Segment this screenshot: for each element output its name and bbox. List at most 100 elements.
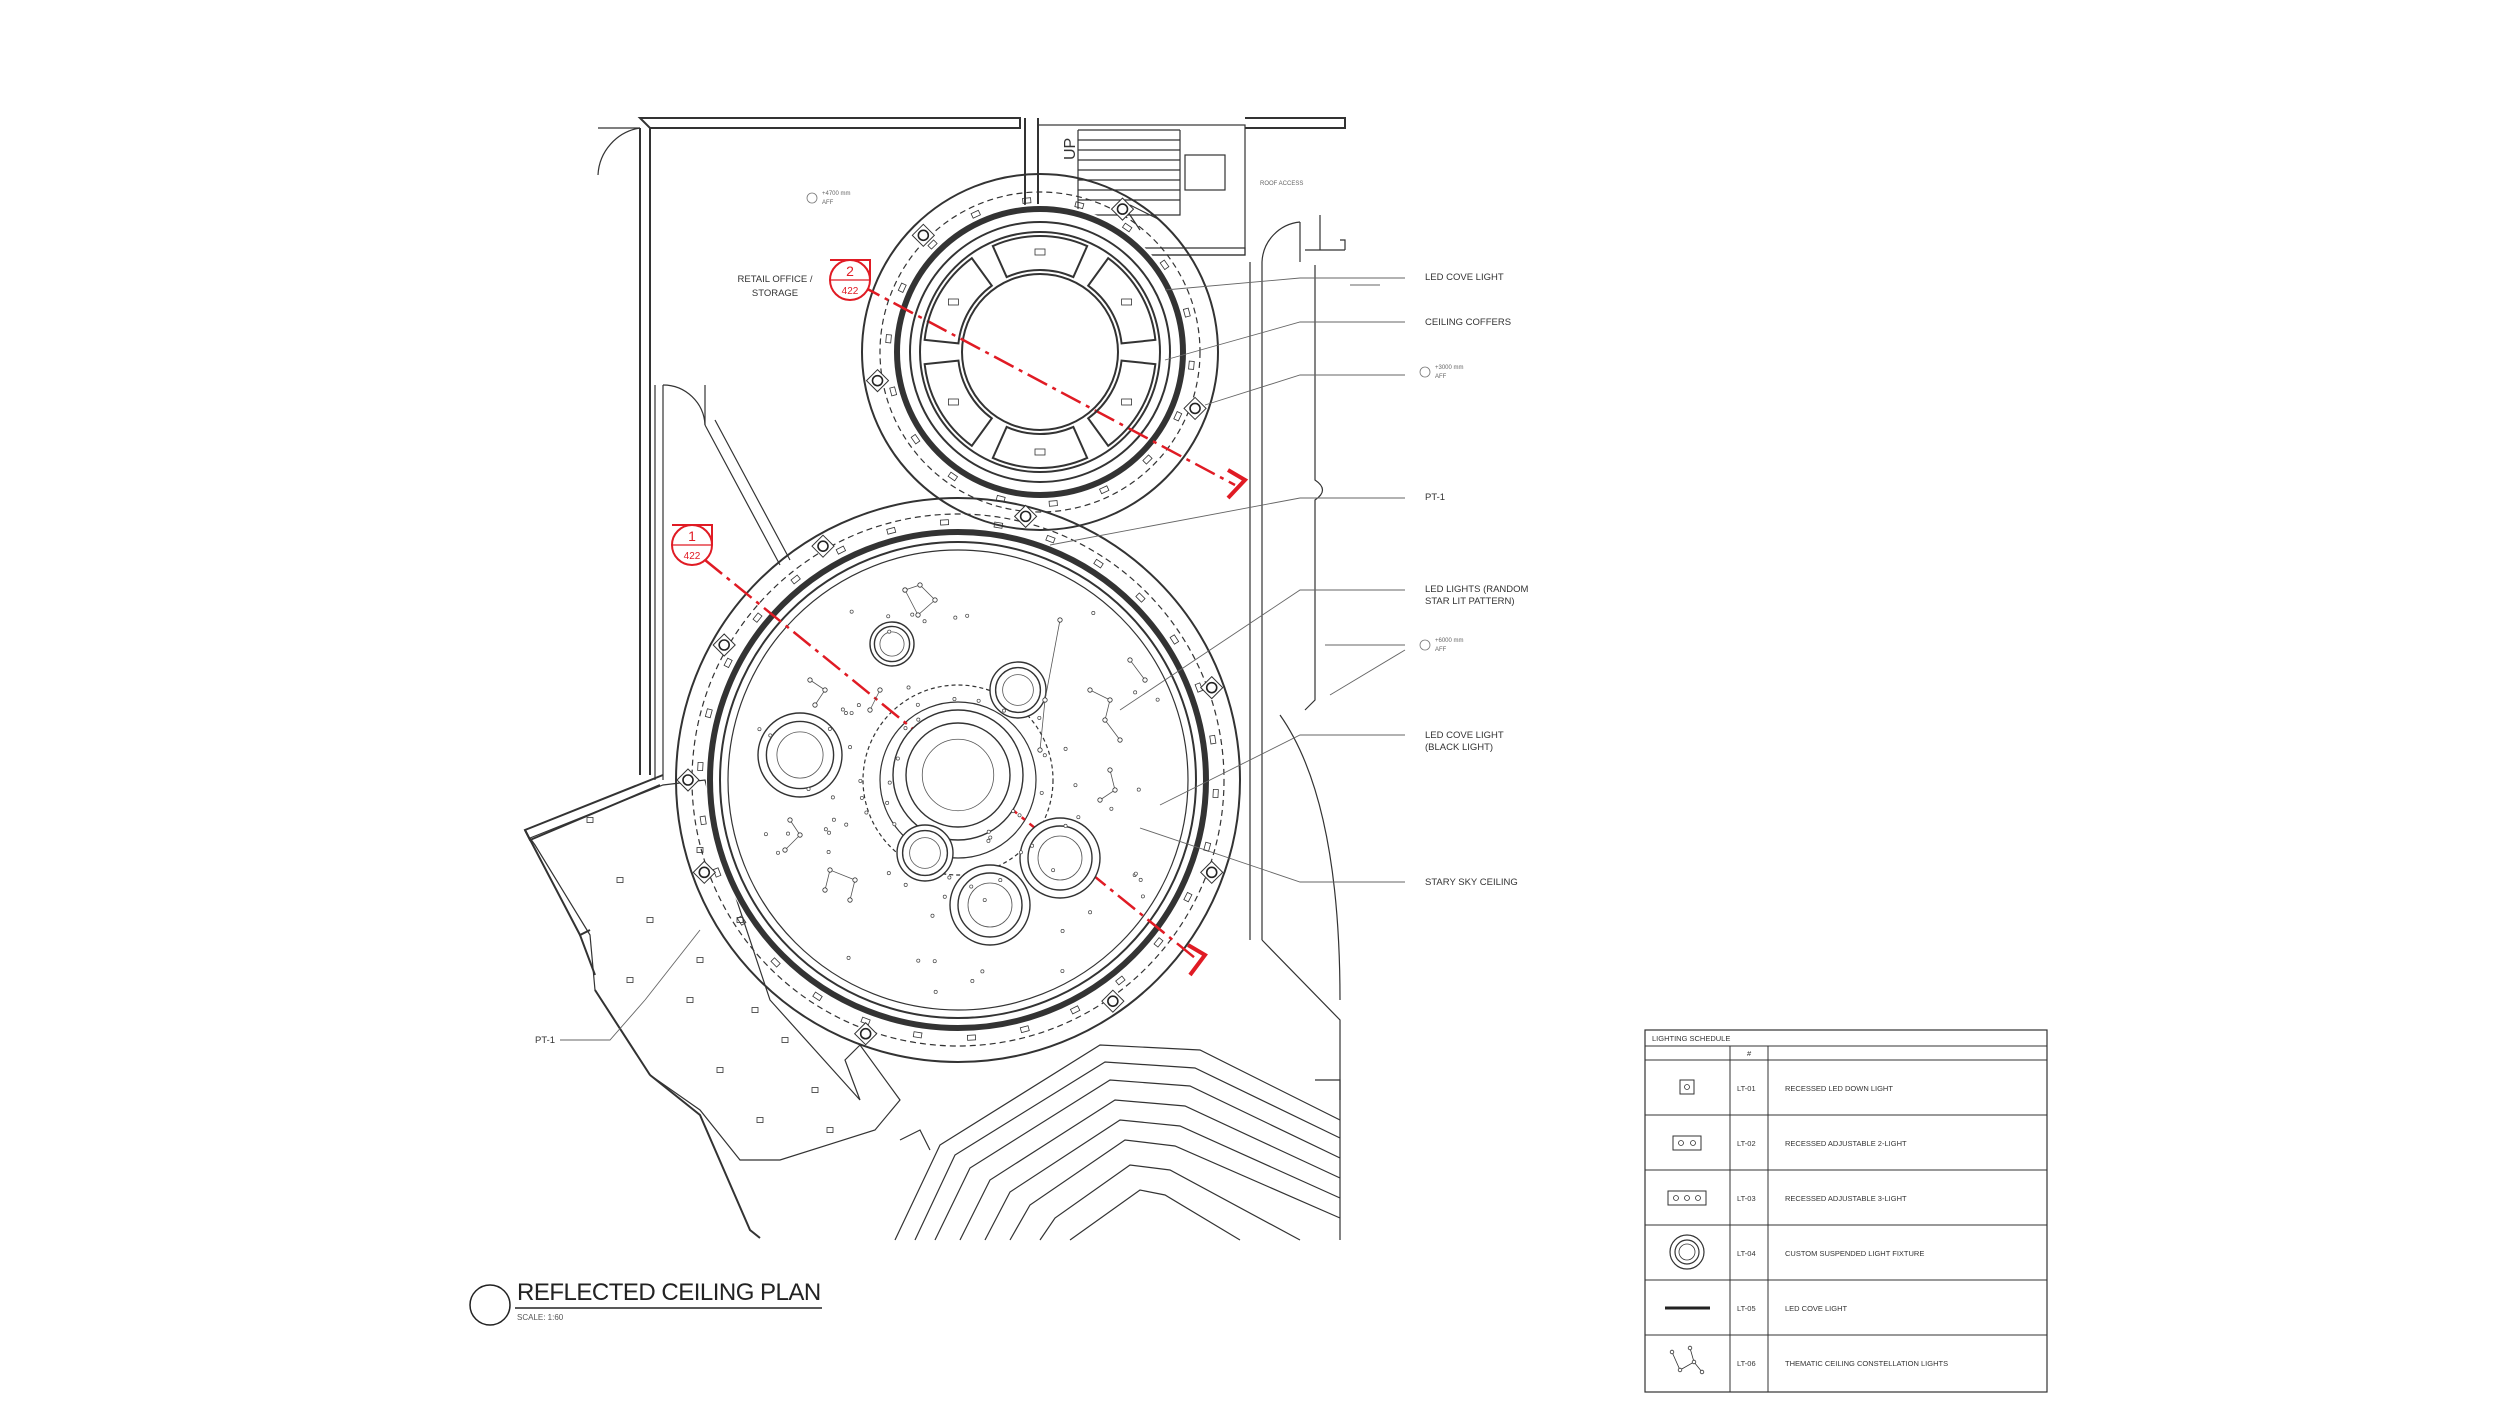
constellation-star	[877, 687, 883, 693]
constellation-line	[869, 689, 881, 711]
star-light	[1037, 715, 1042, 720]
recessed-down-light-icon	[947, 471, 959, 482]
upper-ring-outer	[861, 173, 1219, 531]
recessed-down-light-icon	[723, 657, 733, 669]
stair	[1077, 129, 1226, 231]
callout-pt1-left: PT-1	[535, 1035, 555, 1046]
star-light	[1011, 809, 1016, 814]
schedule-desc-lt05: LED COVE LIGHT	[1785, 1304, 1848, 1313]
constellation-star	[812, 702, 818, 708]
star-light	[953, 615, 958, 620]
schedule-title: LIGHTING SCHEDULE	[1652, 1034, 1730, 1043]
section-1-sheet: 422	[684, 551, 701, 562]
schedule-code-lt06: LT-06	[1737, 1359, 1756, 1368]
star-light	[1017, 813, 1022, 818]
recessed-down-light-icon	[1121, 222, 1133, 233]
wing-down-light-icon	[696, 847, 704, 853]
suspended-fixture-core	[879, 631, 905, 657]
suspended-fixture-ring	[957, 872, 1023, 938]
wing-down-light-icon	[716, 1067, 724, 1073]
ceiling-coffer	[923, 256, 994, 345]
suspended-fixture-ring	[901, 829, 949, 877]
star-light	[1133, 690, 1138, 695]
star-light	[827, 726, 832, 731]
section-1-number: 1	[688, 528, 696, 544]
star-light	[858, 778, 863, 783]
recessed-down-light-icon	[966, 1034, 977, 1041]
star-light	[1073, 783, 1078, 788]
recessed-down-light-icon	[910, 433, 921, 445]
callout-leaders	[560, 277, 1406, 1041]
section-marker-1: 1 422	[671, 524, 713, 566]
schedule-code-lt05: LT-05	[1737, 1304, 1756, 1313]
recessed-down-light-icon	[886, 526, 897, 535]
star-light	[986, 838, 991, 843]
suspended-fixture-icon	[989, 661, 1047, 719]
suspended-fixture-ring	[765, 720, 835, 790]
recessed-down-light-icon	[812, 991, 823, 1002]
recessed-down-light-icon	[1093, 558, 1104, 569]
retail-label-line1: RETAIL OFFICE /	[738, 274, 813, 285]
constellation-star	[1102, 717, 1108, 723]
star-light	[827, 830, 831, 835]
constellation-icon	[1669, 1345, 1705, 1375]
star-light	[826, 849, 831, 854]
constellation-star	[787, 817, 793, 823]
star-light	[849, 609, 854, 614]
lower-cove-light	[707, 529, 1209, 1031]
suspended-fixture-ring	[873, 625, 911, 663]
adjustable-2-light-icon	[1672, 1135, 1702, 1151]
coffer-light-icon	[947, 398, 959, 406]
svg-text:+6000 mm: +6000 mm	[1435, 638, 1464, 644]
schedule-code-lt01: LT-01	[1737, 1084, 1756, 1093]
star-light	[806, 787, 811, 791]
plan-title: REFLECTED CEILING PLAN	[517, 1279, 821, 1306]
recessed-down-light-icon	[790, 574, 801, 585]
star-light	[986, 829, 991, 834]
star-light	[885, 800, 890, 805]
wing-down-light-icon	[616, 877, 624, 883]
ceiling-coffers	[919, 231, 1161, 473]
lower-ring-outer	[675, 497, 1241, 1063]
constellation-star	[1112, 787, 1118, 793]
coffer-light-icon	[947, 298, 959, 306]
star-light	[856, 703, 861, 708]
star-light	[976, 698, 981, 703]
constellation-star	[1142, 677, 1148, 683]
recessed-down-light-icon	[1679, 1079, 1695, 1095]
suspended-fixture-icon	[1019, 817, 1101, 899]
star-light	[849, 711, 854, 715]
star-light	[776, 850, 780, 855]
star-light	[988, 835, 993, 840]
recessed-down-light-icon	[897, 282, 907, 293]
section-marker-2: 2 422	[829, 259, 871, 301]
recessed-down-light-icon	[697, 761, 704, 772]
pendant-light-icon	[859, 1027, 872, 1040]
pendant-diamond-icon	[676, 768, 700, 792]
pendant-light-icon	[1116, 203, 1129, 215]
star-light	[1136, 787, 1141, 792]
schedule-header-number: #	[1747, 1049, 1752, 1058]
star-light	[965, 613, 970, 618]
constellation-star	[1127, 657, 1133, 663]
pendant-light-icon	[917, 229, 930, 242]
recessed-down-light-icon	[699, 815, 707, 826]
callout-cove-black-2: (BLACK LIGHT)	[1425, 742, 1493, 753]
star-light	[1063, 823, 1068, 828]
pendant-diamond-icon	[1183, 396, 1207, 421]
star-light	[840, 707, 845, 712]
recessed-down-light-icon	[1115, 975, 1126, 986]
recessed-down-light-icon	[1203, 841, 1212, 852]
pendant-light-icon	[817, 540, 829, 552]
svg-text:AFF: AFF	[1435, 647, 1447, 653]
star-light	[768, 733, 773, 738]
suspended-fixture-icon	[869, 621, 915, 667]
star-light	[864, 810, 869, 815]
star-light	[1018, 850, 1023, 855]
star-light	[969, 884, 974, 889]
star-light	[886, 871, 891, 876]
recessed-down-light-icon	[1183, 891, 1193, 903]
suspended-fixture-ring	[1027, 825, 1093, 891]
schedule-desc-lt06: THEMATIC CEILING CONSTELLATION LIGHTS	[1785, 1359, 1948, 1368]
callout-led-cove-light: LED COVE LIGHT	[1425, 272, 1504, 283]
